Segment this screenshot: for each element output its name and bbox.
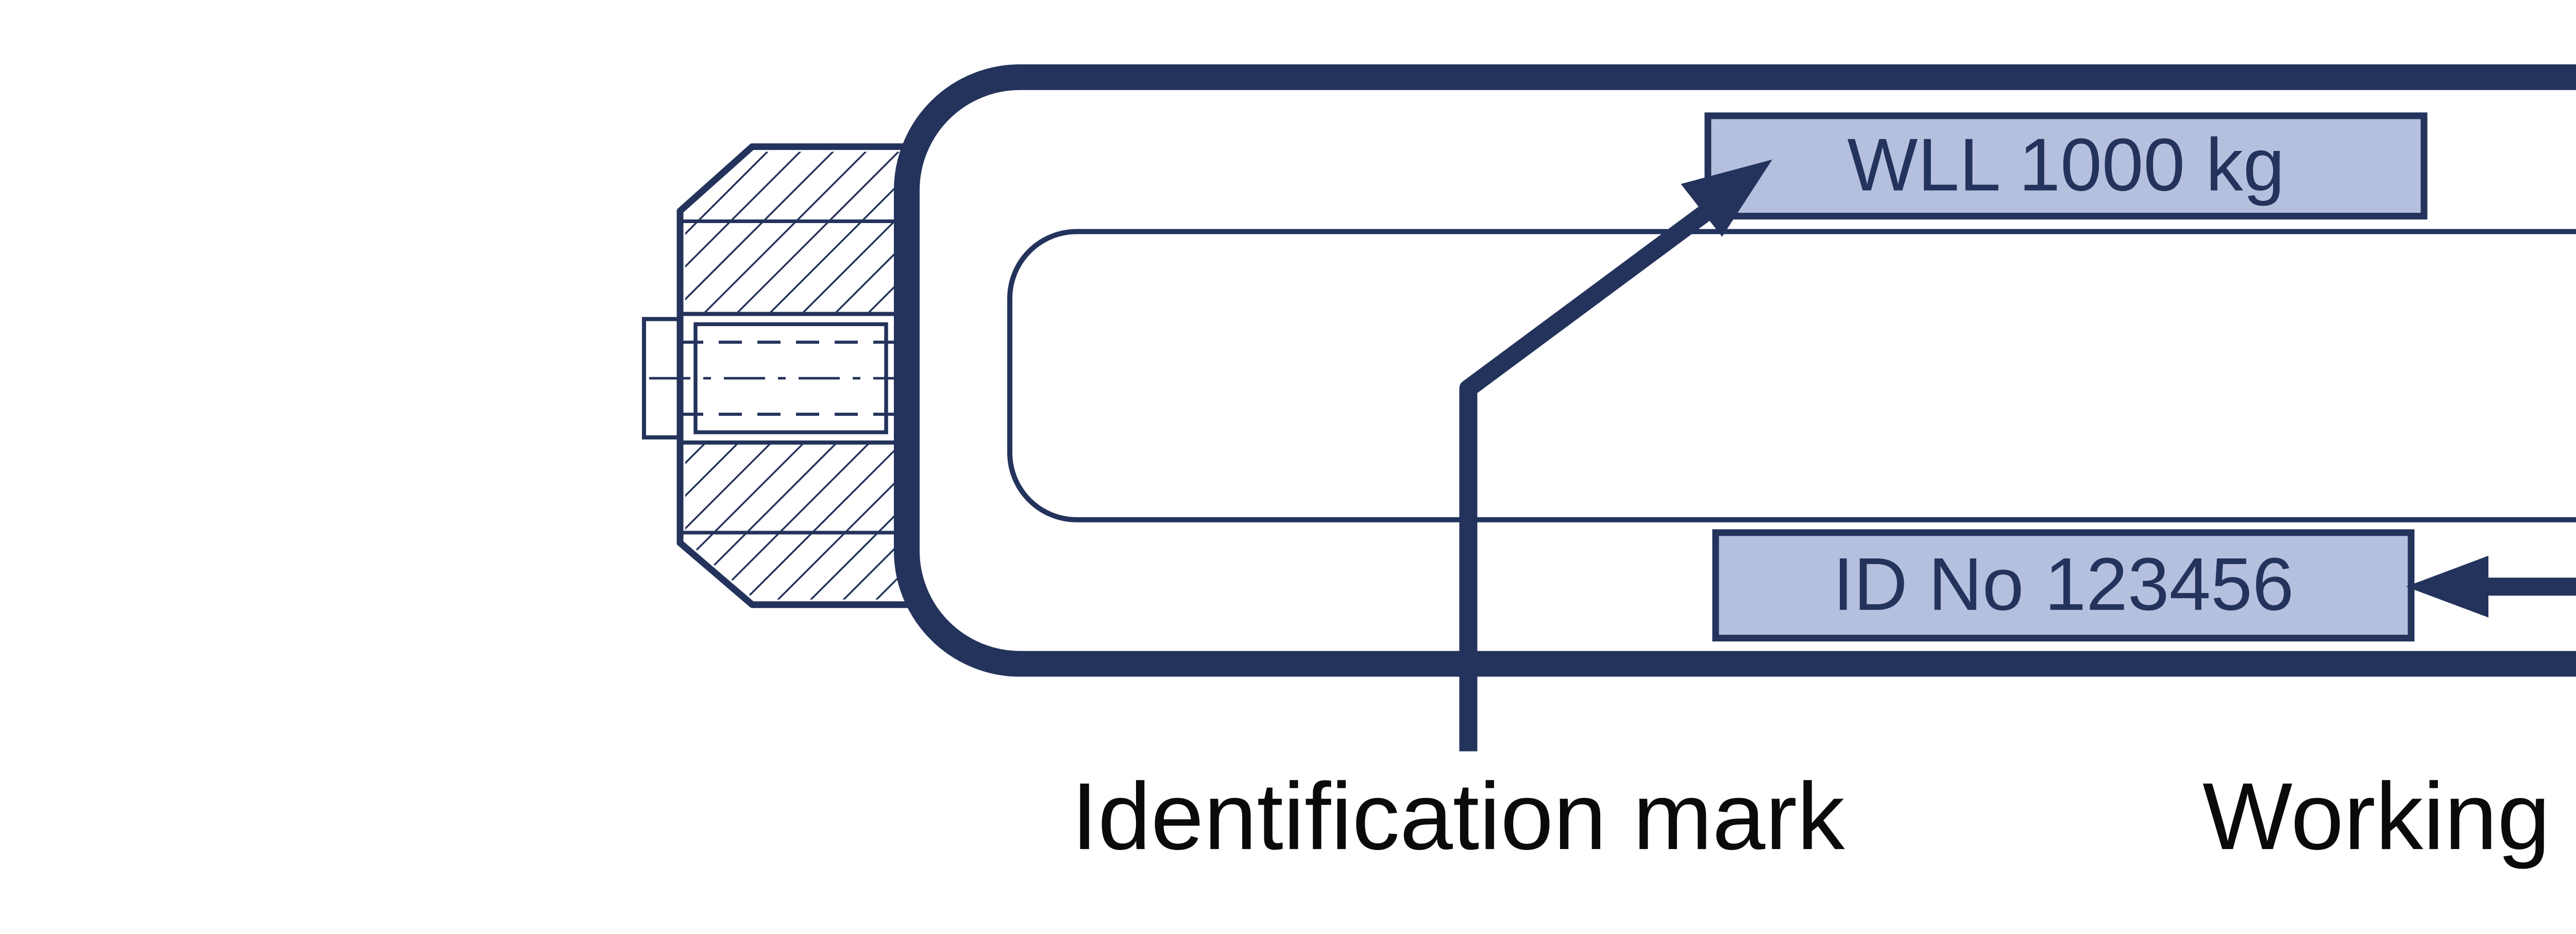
leader-arrow-id-head [2406, 555, 2488, 618]
hatch-top [685, 151, 917, 314]
caption-working-load-limit: Working Load Limit [2202, 763, 2576, 870]
leader-arrow-wll-head [1681, 159, 1772, 237]
id-tag-box [1712, 529, 2415, 642]
turnbuckle-body [894, 64, 2576, 677]
leader-arrow-id-line [2478, 578, 2576, 596]
hatch-bottom [685, 443, 917, 600]
wll-tag-box [1704, 112, 2428, 220]
leader-arrow-id [2406, 555, 2576, 618]
wll-tag: WLL 1000 kg [1704, 112, 2428, 220]
caption-identification-mark: Identification mark [1071, 763, 1845, 870]
body-inner-panel [1007, 229, 2576, 522]
id-tag-text: ID No 123456 [1833, 542, 2294, 626]
id-tag: ID No 123456 [1712, 529, 2415, 642]
left-hex-nut [642, 143, 938, 608]
wll-tag-text: WLL 1000 kg [1848, 123, 2285, 207]
leader-arrow-wll [1459, 159, 1772, 752]
leader-arrow-wll-line [1459, 196, 1724, 752]
